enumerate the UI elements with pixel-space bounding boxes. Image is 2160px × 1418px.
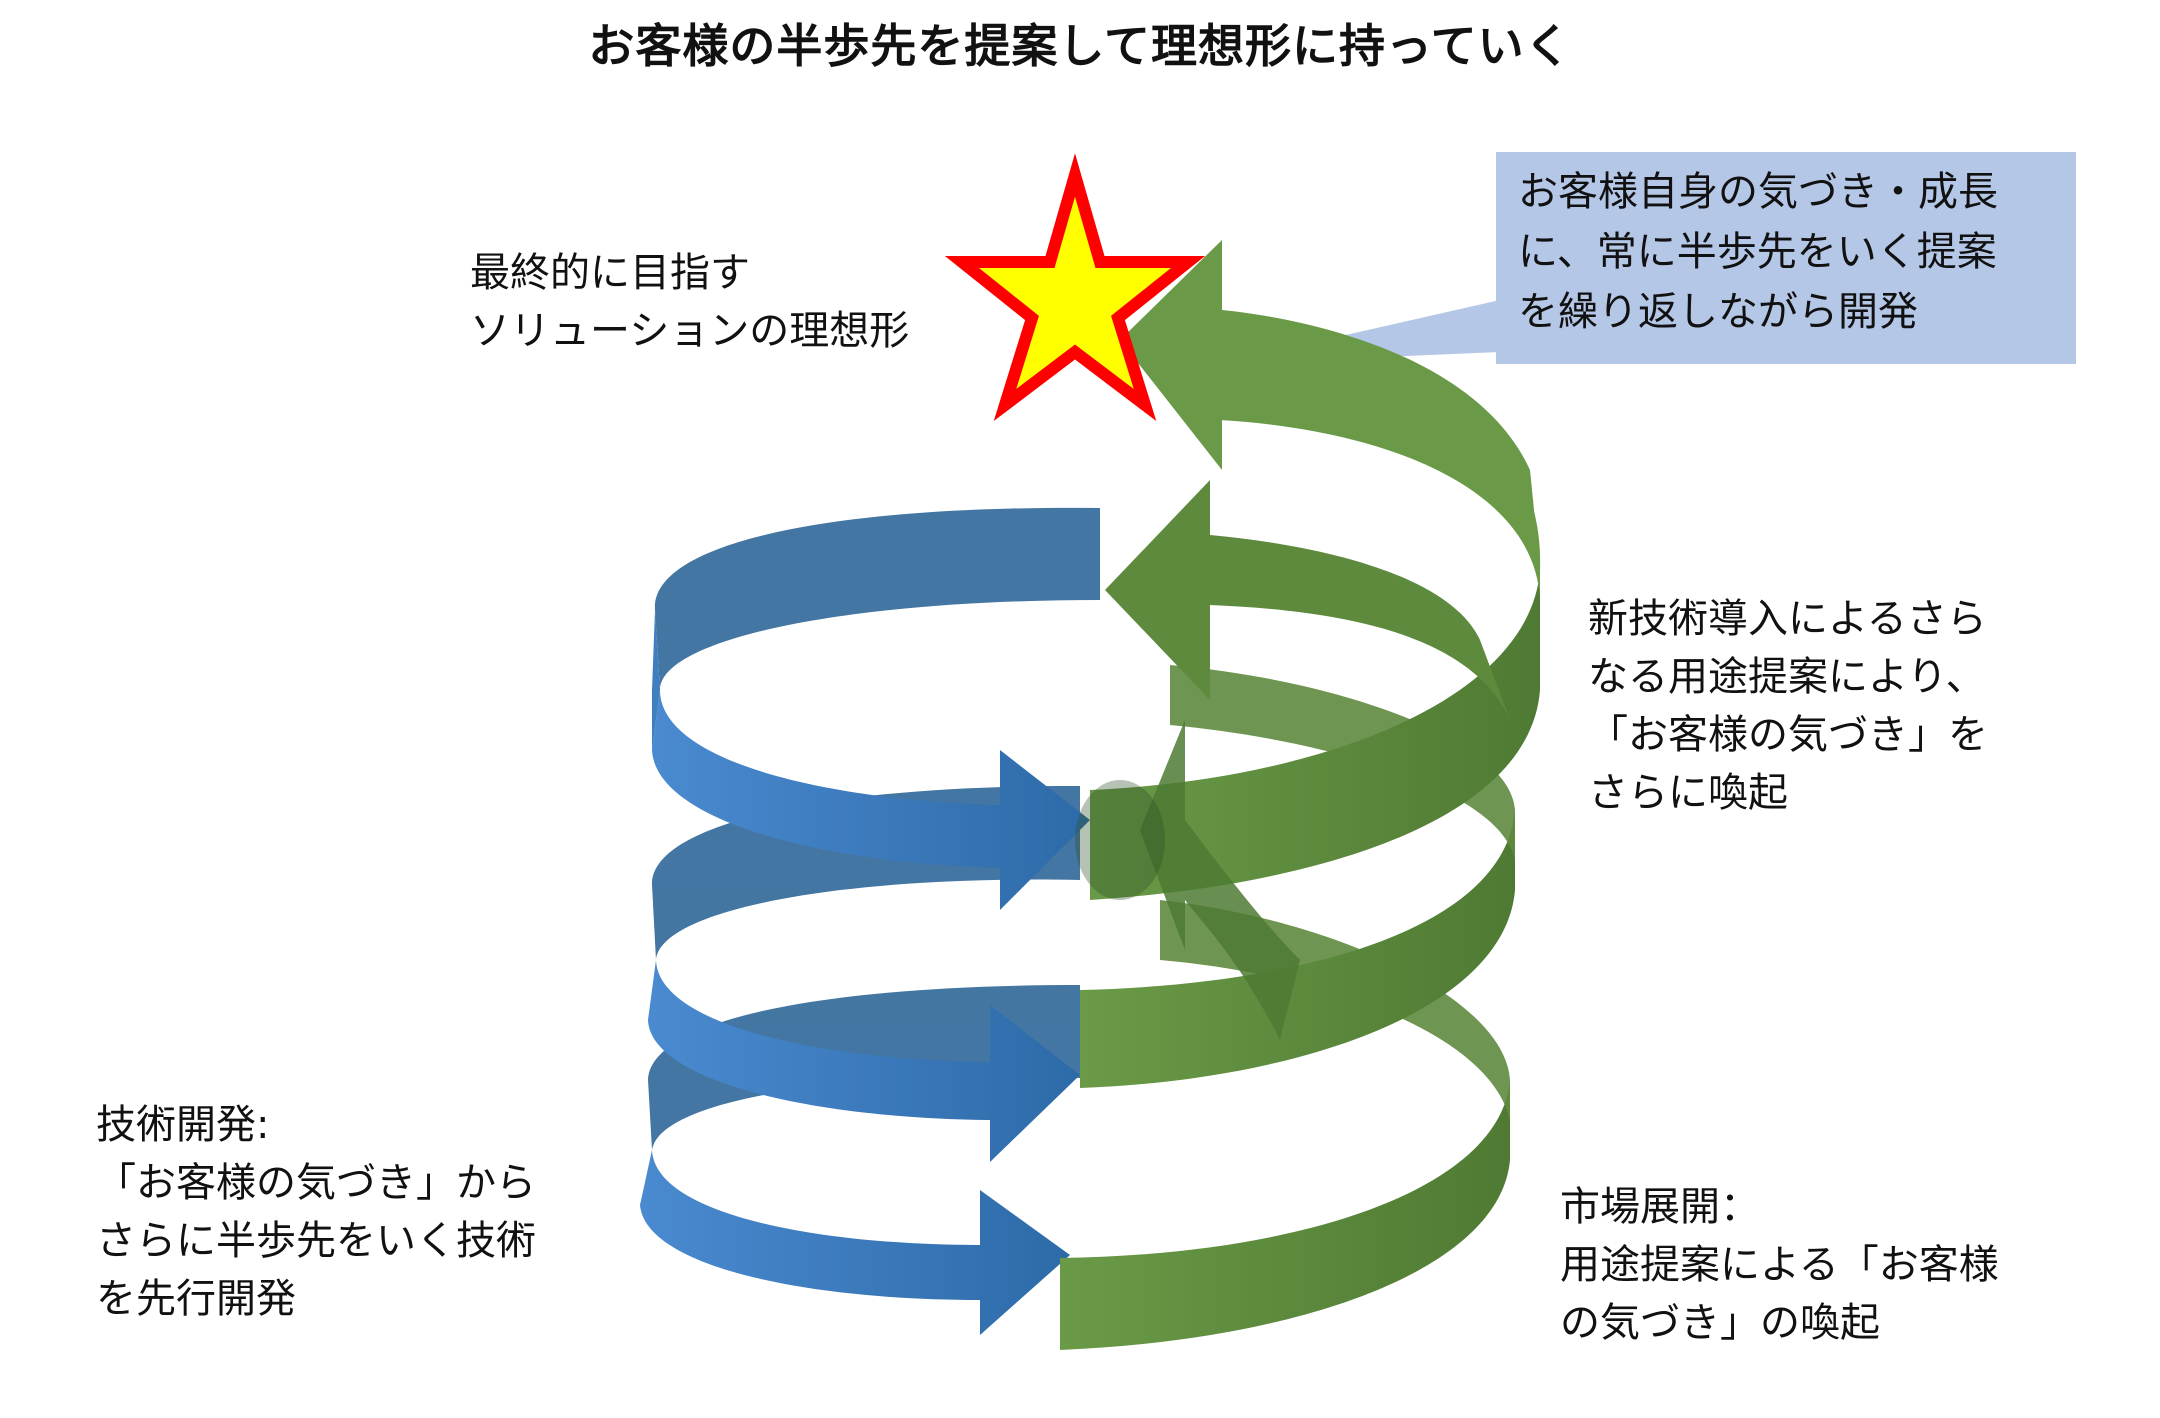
- green-band-top: [1090, 570, 1540, 900]
- callout-text: お客様自身の気づき・成長 に、常に半歩先をいく提案 を繰り返しながら開発: [1518, 169, 1998, 335]
- market-label: 市場展開： 用途提案による「お客様 の気づき」の喚起: [1560, 1184, 1999, 1346]
- blue-spiral-front: [640, 610, 1090, 1335]
- green-arrow-head-top: [1120, 240, 1540, 570]
- green-arrow-inner: [1140, 720, 1300, 1040]
- goal-label: 最終的に目指す ソリューションの理想形: [470, 250, 910, 354]
- new-tech-label: 新技術導入によるさら なる用途提案により、 「お客様の気づき」を さらに喚起: [1588, 596, 1988, 816]
- green-spiral: [1060, 240, 1541, 1350]
- blue-connector-1: [652, 610, 660, 750]
- tech-dev-label: 技術開発: 「お客様の気づき」から さらに半歩先をいく技術 を先行開発: [96, 1102, 536, 1322]
- green-arrow-mid: [1105, 480, 1510, 720]
- green-band-bottom: [1060, 1080, 1510, 1350]
- blue-ring-top-back: [654, 507, 1100, 690]
- blue-band-3: [640, 1150, 1070, 1335]
- callout-box: お客様自身の気づき・成長 に、常に半歩先をいく提案 を繰り返しながら開発: [1496, 152, 2076, 364]
- blue-band-2: [648, 960, 1080, 1162]
- center-overlap: [1075, 780, 1165, 900]
- goal-star-icon: [944, 153, 1206, 422]
- green-band-middle: [1080, 810, 1515, 1088]
- blue-band-1: [652, 690, 1090, 910]
- green-ring-mid-back: [1170, 665, 1515, 860]
- diagram-title: お客様の半歩先を提案して理想形に持っていく: [588, 19, 1572, 73]
